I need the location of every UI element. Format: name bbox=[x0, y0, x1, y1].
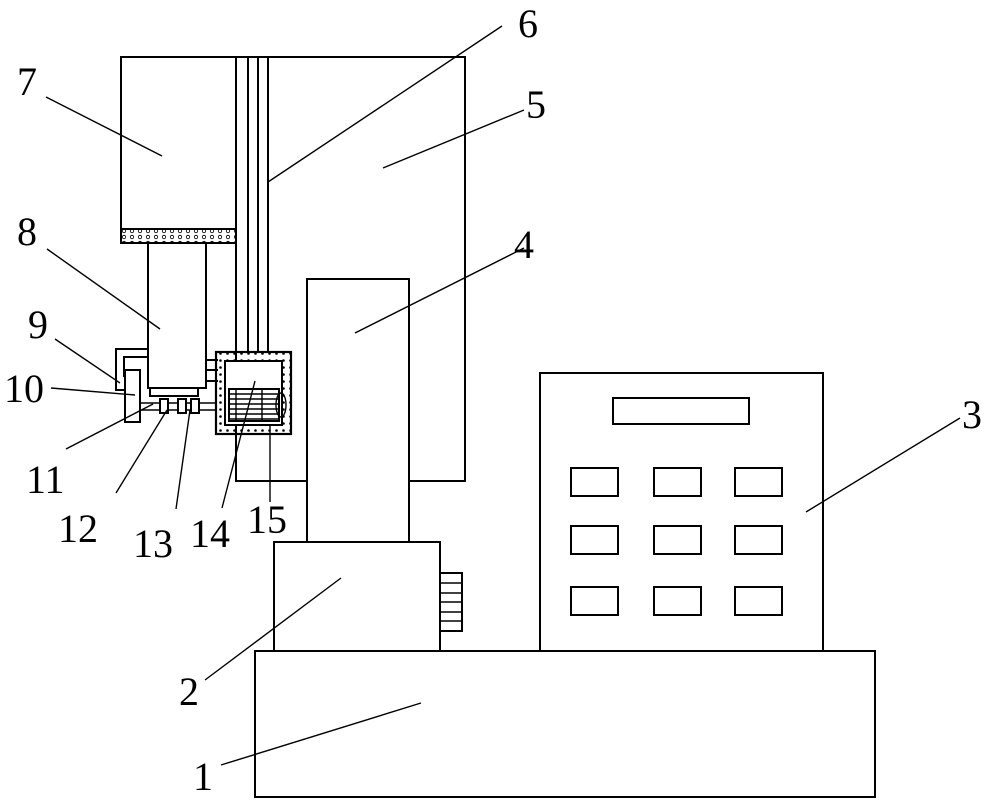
label-8: 8 bbox=[17, 209, 37, 254]
cushion-strip bbox=[120, 228, 237, 244]
coil-end-15 bbox=[275, 392, 287, 418]
connecting-rod-8 bbox=[147, 242, 207, 389]
control-panel-3 bbox=[539, 372, 824, 652]
guide-rail-6 bbox=[247, 57, 269, 352]
label-4: 4 bbox=[514, 222, 534, 267]
label-10: 10 bbox=[4, 366, 44, 411]
motor-box-2 bbox=[273, 541, 463, 652]
label-1: 1 bbox=[193, 754, 213, 799]
panel-key bbox=[653, 586, 702, 616]
gear-13b bbox=[190, 398, 200, 414]
label-2: 2 bbox=[179, 669, 199, 714]
panel-display bbox=[612, 397, 750, 425]
label-11: 11 bbox=[26, 457, 65, 502]
base-1 bbox=[254, 650, 876, 798]
panel-key bbox=[570, 467, 619, 497]
motor-housing-14 bbox=[214, 350, 293, 436]
upper-block-7 bbox=[120, 56, 237, 244]
panel-key bbox=[570, 525, 619, 555]
panel-key bbox=[734, 586, 783, 616]
label-12: 12 bbox=[58, 506, 98, 551]
gear-13 bbox=[177, 398, 187, 414]
label-3: 3 bbox=[962, 392, 982, 437]
panel-key bbox=[653, 467, 702, 497]
label-13: 13 bbox=[133, 521, 173, 566]
label-7: 7 bbox=[17, 59, 37, 104]
label-9: 9 bbox=[28, 302, 48, 347]
rod-foot bbox=[149, 387, 199, 397]
leader-lines bbox=[45, 25, 961, 766]
labels: 1 2 3 4 5 6 7 8 9 10 11 12 13 14 15 bbox=[4, 1, 982, 799]
panel-key bbox=[653, 525, 702, 555]
label-14: 14 bbox=[190, 511, 230, 556]
plate-10 bbox=[124, 369, 141, 423]
label-6: 6 bbox=[518, 1, 538, 46]
panel-key bbox=[570, 586, 619, 616]
panel-key bbox=[734, 467, 783, 497]
label-15: 15 bbox=[247, 497, 287, 542]
gear-12 bbox=[159, 398, 169, 414]
lifting-column-4 bbox=[306, 278, 410, 543]
label-5: 5 bbox=[526, 82, 546, 127]
panel-key bbox=[734, 525, 783, 555]
